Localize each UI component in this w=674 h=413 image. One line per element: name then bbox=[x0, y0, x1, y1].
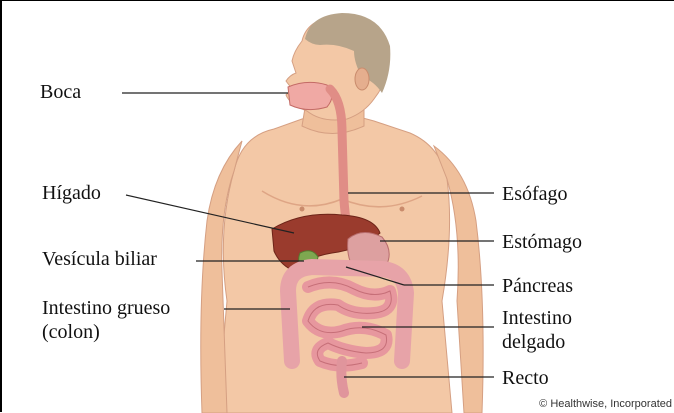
label-large-intestine-note: (colon) bbox=[42, 321, 100, 343]
label-rectum: Recto bbox=[502, 367, 549, 389]
label-small-intestine-line1: Intestino bbox=[502, 307, 572, 329]
label-pancreas: Páncreas bbox=[502, 275, 573, 297]
label-large-intestine: Intestino grueso bbox=[42, 297, 170, 319]
label-gallbladder: Vesícula biliar bbox=[42, 248, 157, 270]
label-mouth: Boca bbox=[40, 81, 81, 103]
right-nipple bbox=[400, 207, 405, 212]
copyright-credit: © Healthwise, Incorporated bbox=[539, 398, 672, 410]
label-small-intestine-line2: delgado bbox=[502, 331, 565, 353]
rectum bbox=[341, 361, 344, 393]
label-liver: Hígado bbox=[42, 182, 101, 204]
label-esophagus: Esófago bbox=[502, 183, 568, 205]
ear bbox=[355, 68, 369, 90]
left-nipple bbox=[300, 207, 305, 212]
mouth-cavity bbox=[288, 82, 332, 109]
label-stomach: Estómago bbox=[502, 231, 582, 253]
